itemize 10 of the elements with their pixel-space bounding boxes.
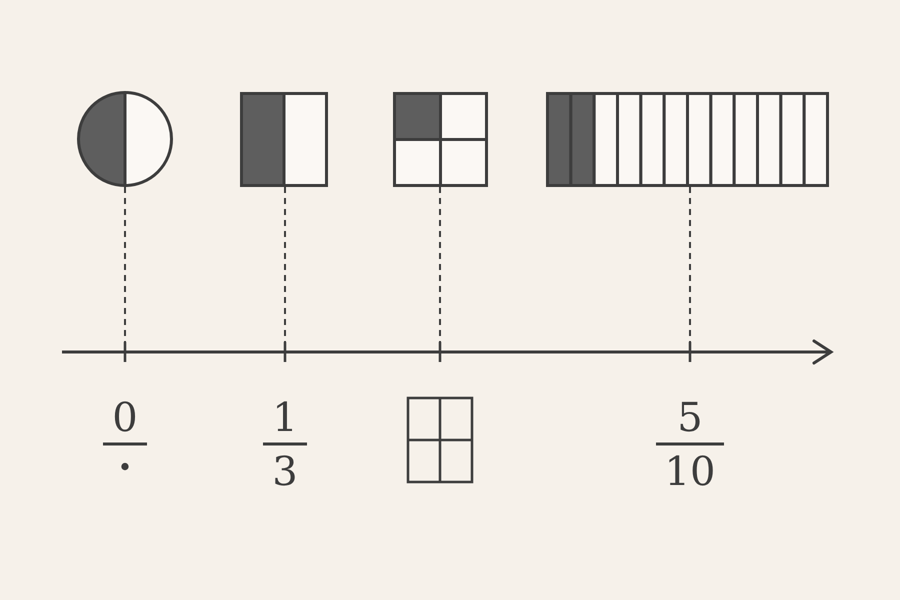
shaded-strip-bar-drawing: [546, 92, 829, 187]
half-shaded-circle-drawing: [77, 91, 173, 187]
fraction-numerator: 0: [112, 398, 138, 438]
fraction-denominator: 3: [272, 452, 298, 492]
fraction-numerator: 5: [677, 398, 703, 438]
shaded-square-drawing: [240, 92, 328, 187]
fraction-denominator: 10: [664, 452, 716, 492]
fraction-denominator: ·: [116, 440, 134, 496]
shaded-square-drawing: [393, 92, 488, 187]
fraction-numerator: 1: [272, 398, 298, 438]
